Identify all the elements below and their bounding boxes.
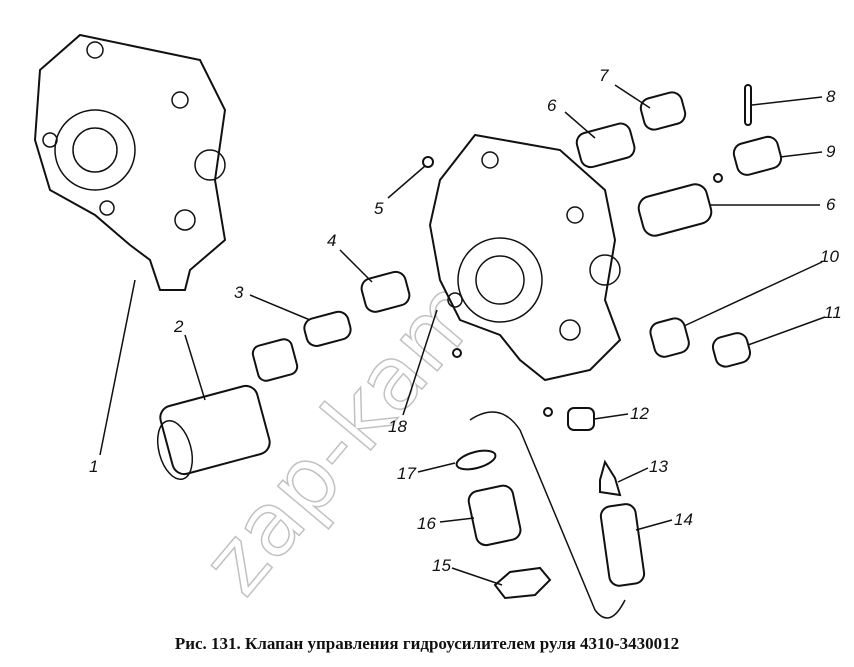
spring-14 [599,503,646,587]
label-16: 16 [417,514,436,533]
label-13: 13 [649,457,668,476]
pin-8 [744,84,752,126]
valve-13 [599,459,622,497]
plunger-4 [360,270,411,313]
plug-9 [732,135,783,176]
label-15: 15 [432,556,451,575]
nut-15 [493,566,552,600]
sleeve-2 [156,384,271,481]
bushing-12 [567,407,595,431]
plunger [251,338,299,382]
screw-16 [467,484,522,547]
label-12: 12 [630,404,649,423]
figure-caption: Рис. 131. Клапан управления гидроусилите… [174,634,680,653]
label-18: 18 [388,417,407,436]
plunger-7 [639,91,687,131]
spring-6-right [637,183,713,237]
label-6: 6 [547,96,557,115]
spring-3 [303,310,352,347]
label-6b: 6 [826,195,836,214]
seal-11 [711,332,752,368]
label-1: 1 [89,457,98,476]
leader-lines [99,84,826,586]
label-17: 17 [397,464,416,483]
label-14: 14 [674,510,693,529]
label-2: 2 [173,317,184,336]
label-7: 7 [599,66,609,85]
label-11: 11 [824,303,842,322]
washer-17 [455,449,497,471]
ball-5 [422,156,434,168]
label-8: 8 [826,87,836,106]
valve-housing-left [33,33,227,291]
label-5: 5 [374,199,384,218]
label-9: 9 [826,142,836,161]
label-10: 10 [820,247,839,266]
assembly-line [469,411,626,619]
label-3: 3 [234,283,244,302]
seal-10 [649,317,690,358]
label-4: 4 [327,231,336,250]
valve-housing-right [428,133,622,382]
